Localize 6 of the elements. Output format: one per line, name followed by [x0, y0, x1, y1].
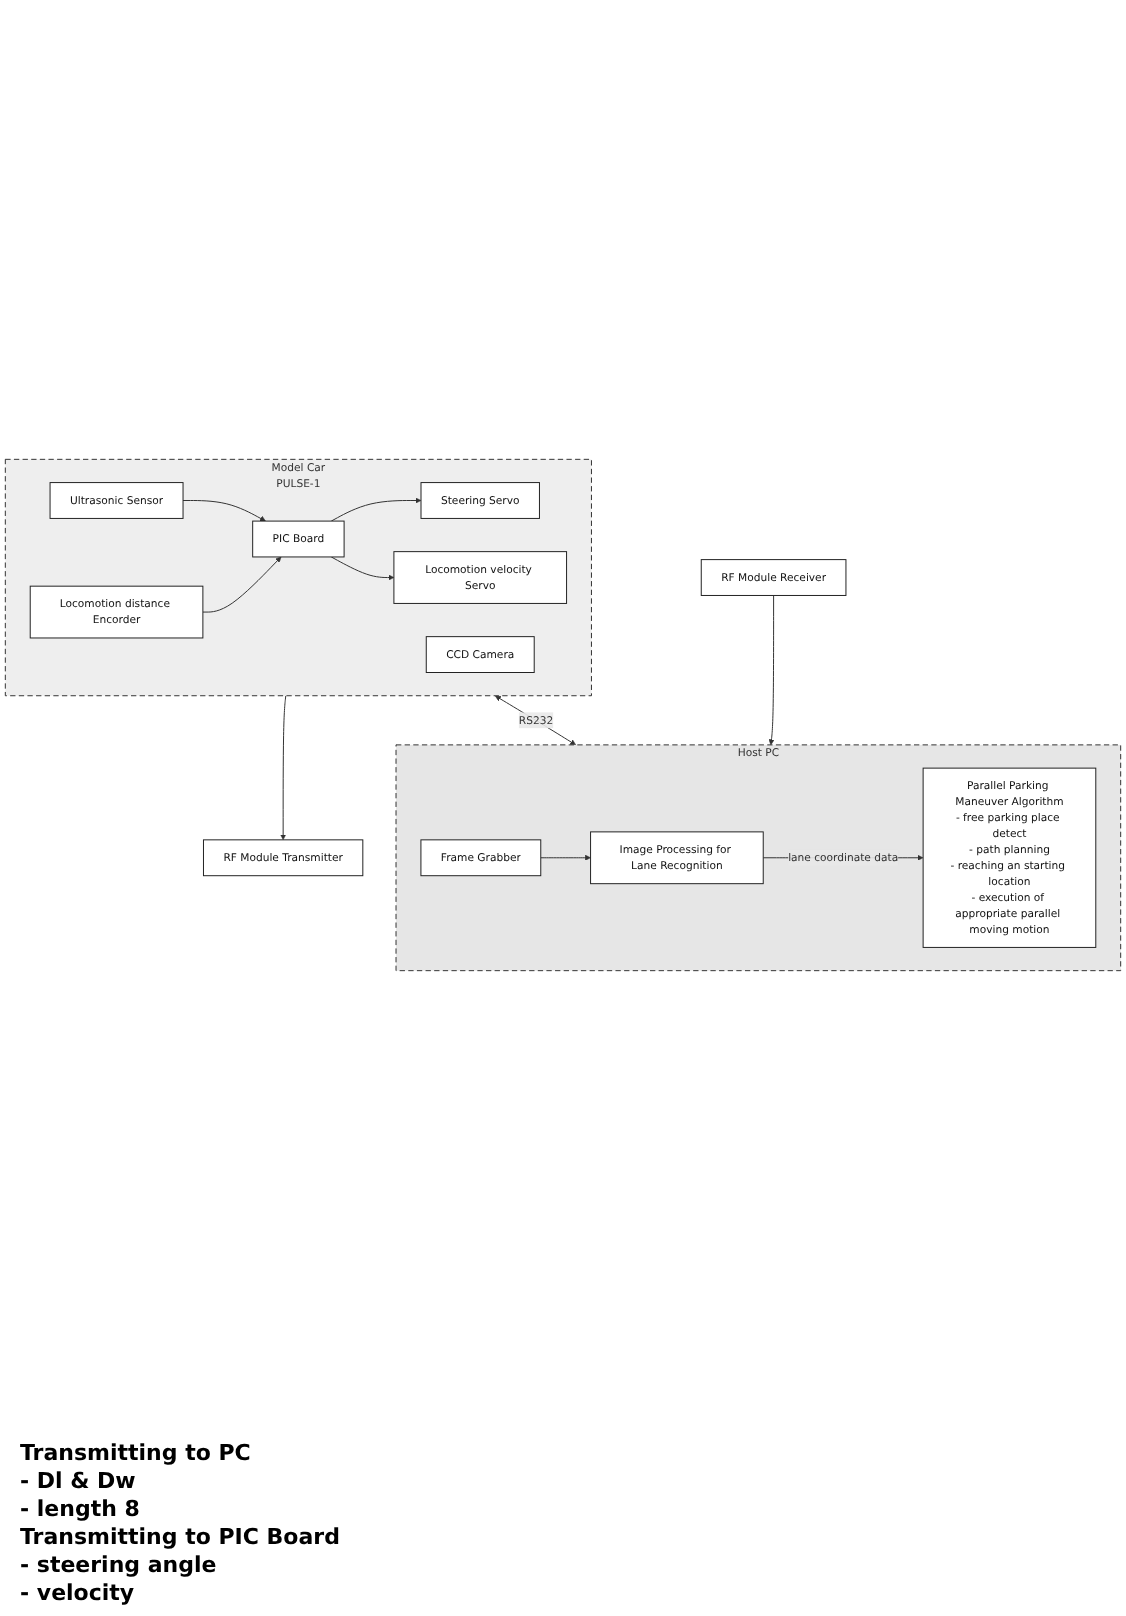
- note-text: - velocity: [20, 1580, 137, 1606]
- note-text: - Dl & Dw: [20, 1468, 138, 1494]
- note-text: - length 8: [20, 1496, 142, 1522]
- note-text: - steering angle: [20, 1552, 219, 1578]
- note-text: Transmitting to PC: [20, 1440, 253, 1466]
- note-text: Transmitting to PIC Board: [20, 1524, 342, 1550]
